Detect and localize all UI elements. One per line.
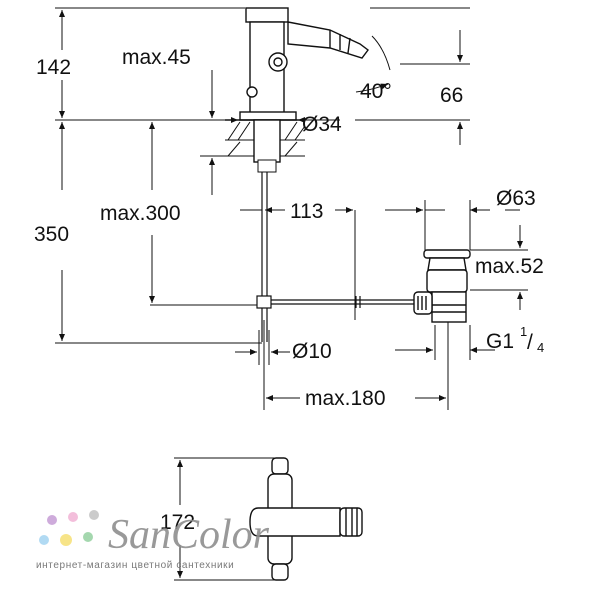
watermark-dot	[89, 510, 99, 520]
dim-angle-40: 40°	[360, 80, 392, 103]
dim-max300: max.300	[100, 202, 181, 225]
dim-172: 172	[160, 511, 195, 534]
dim-dia10: Ø10	[292, 340, 332, 363]
dim-max180: max.180	[305, 387, 386, 410]
faucet-plan-view	[249, 457, 363, 581]
dim-66: 66	[440, 84, 463, 107]
dim-350: 350	[34, 223, 69, 246]
dim-max45: max.45	[122, 46, 191, 69]
watermark-tagline: интернет-магазин цветной сантехники	[36, 560, 234, 571]
dim-max52: max.52	[475, 255, 544, 278]
supply-hose-and-rod	[256, 172, 420, 342]
watermark-dot	[83, 532, 93, 542]
dim-thread-g: G1	[486, 330, 514, 353]
watermark-dot	[47, 515, 57, 525]
dim-dia63: Ø63	[496, 187, 536, 210]
dim-thread-den: 4	[537, 340, 544, 355]
watermark-dot	[60, 534, 72, 546]
dimension-labels: 142 max.45 40° 66 Ø34 350 max.300 113 Ø6…	[34, 46, 544, 534]
popup-waste	[413, 249, 471, 323]
dim-dia34: Ø34	[302, 113, 342, 136]
watermark-dot	[39, 535, 49, 545]
faucet-side-view	[239, 7, 369, 121]
countertop-section	[225, 119, 306, 173]
dim-thread-num: 1	[520, 324, 527, 339]
watermark-logo: SanColor	[108, 512, 270, 558]
dim-113: 113	[290, 200, 323, 223]
watermark: SanColor интернет-магазин цветной сантех…	[36, 510, 270, 571]
dim-142: 142	[36, 56, 71, 79]
dim-thread-slash: /	[527, 331, 533, 354]
watermark-dot	[68, 512, 78, 522]
